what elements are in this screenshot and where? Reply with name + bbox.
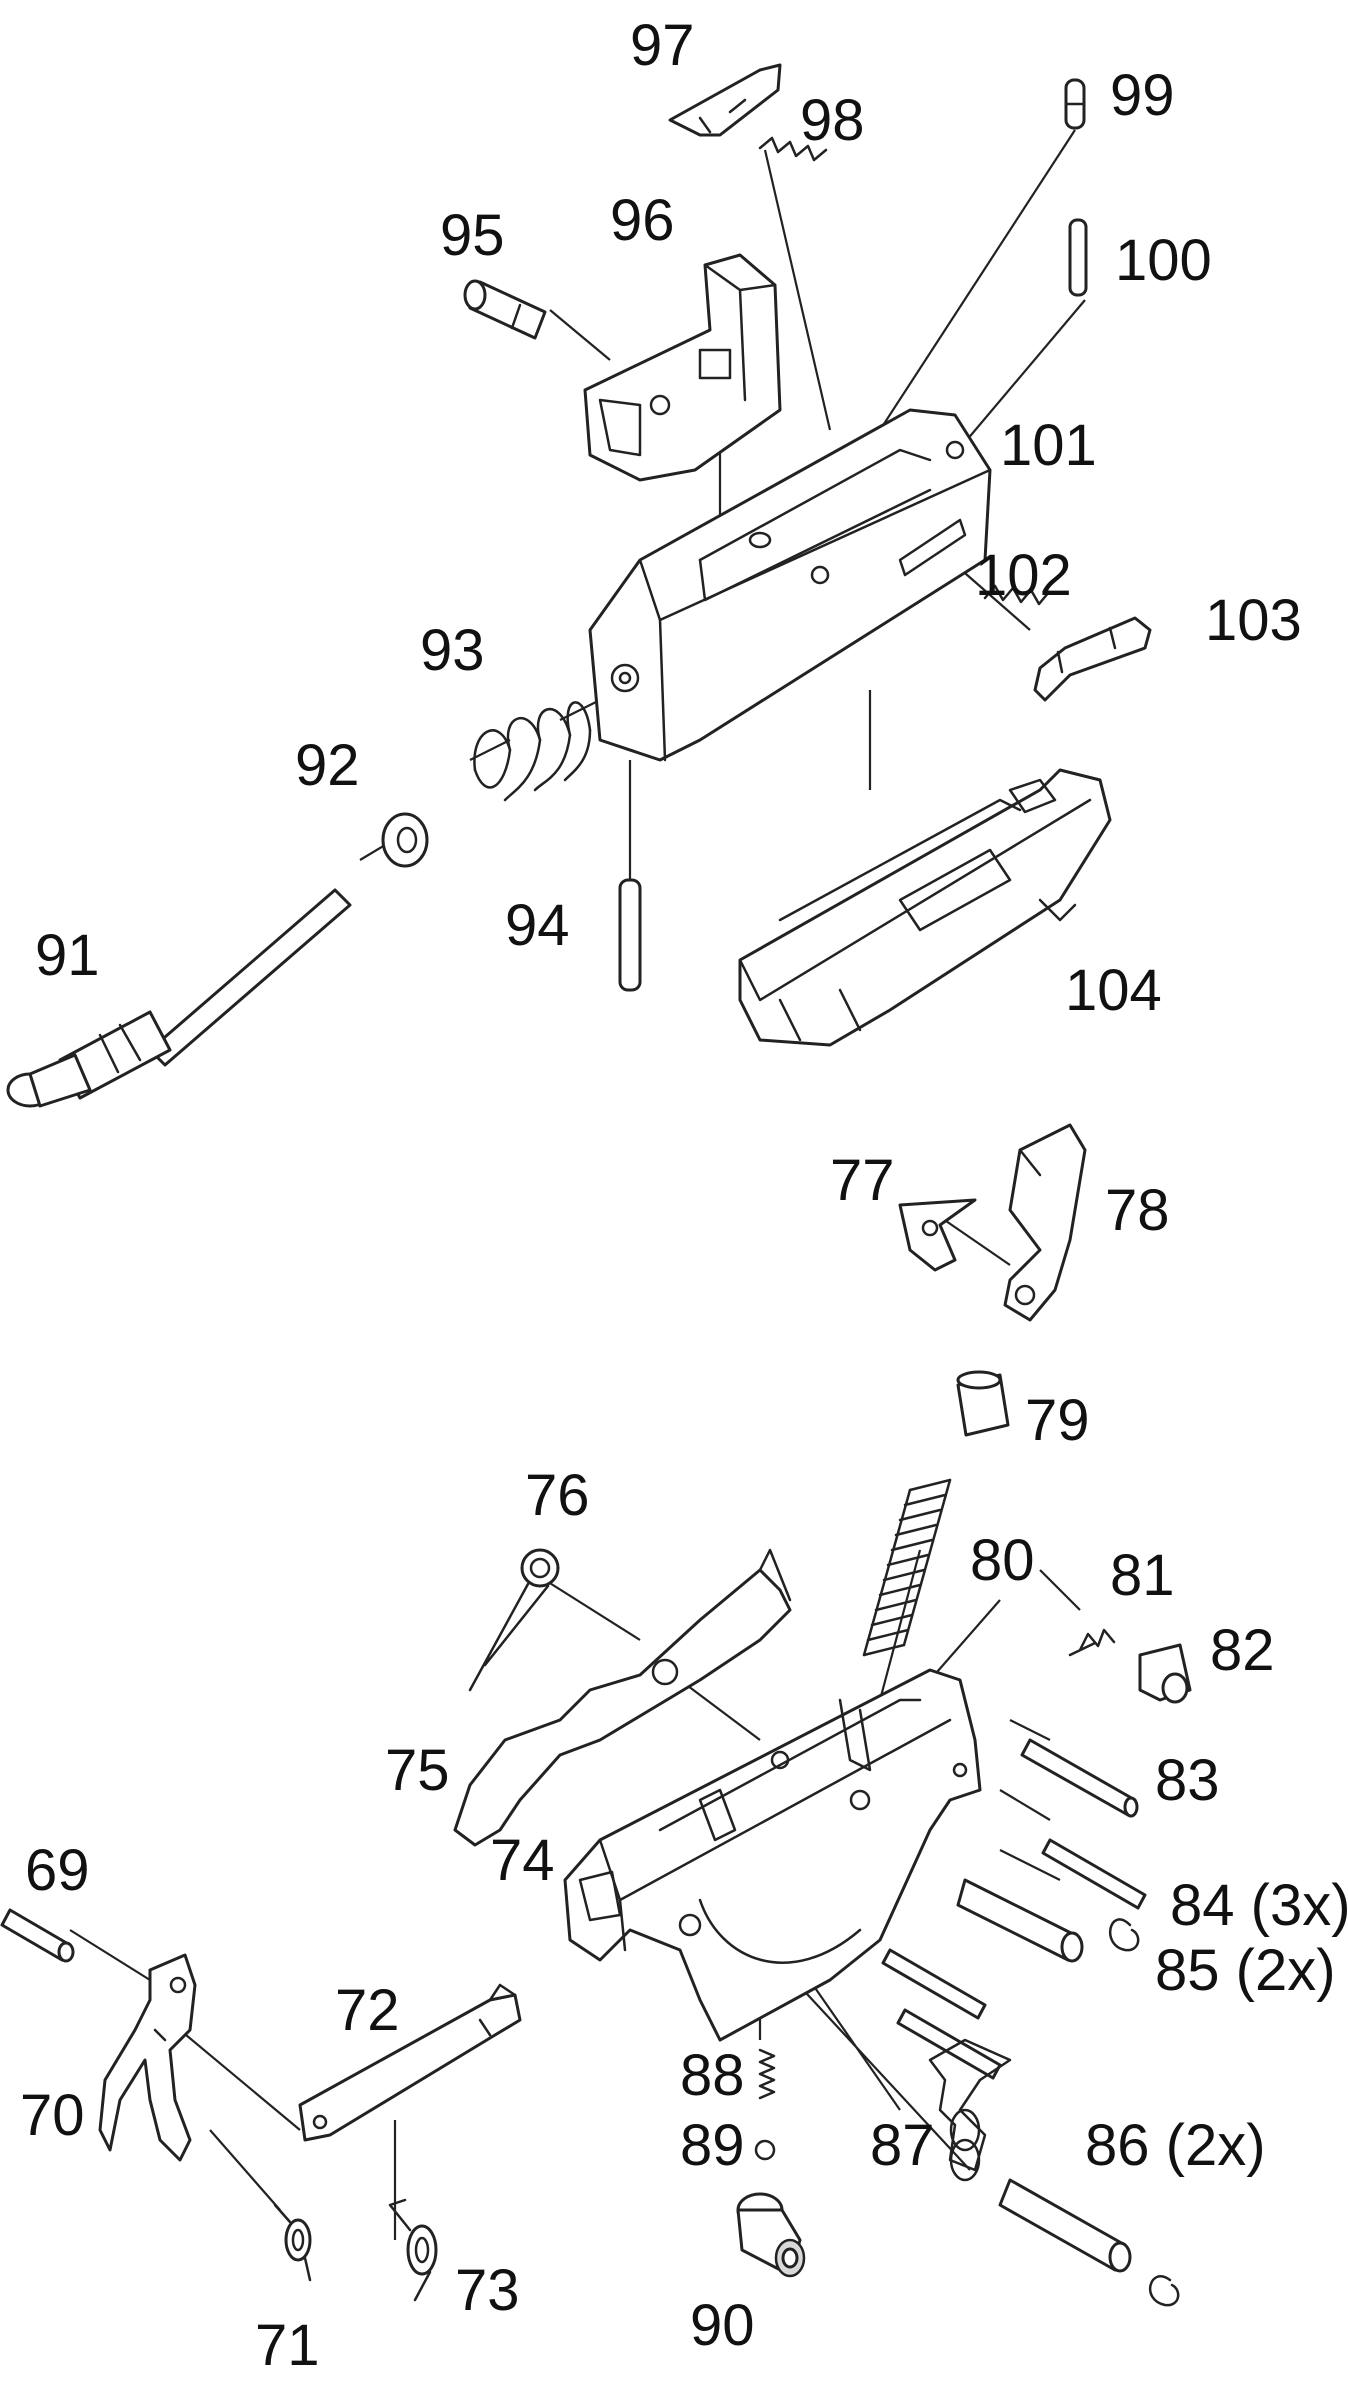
callout-79: 79 — [1025, 1388, 1090, 1453]
part-85-sleeve-pin-icon — [956, 1878, 1084, 1963]
part-89-ball-icon — [754, 2139, 776, 2161]
callout-70: 70 — [20, 2083, 85, 2148]
part-101-slide-housing-icon — [588, 408, 992, 762]
callout-81: 81 — [1110, 1543, 1175, 1608]
callout-89: 89 — [680, 2113, 745, 2178]
callout-labels: 97 98 99 100 95 96 101 102 103 93 92 94 … — [20, 13, 1348, 2378]
callout-82: 82 — [1210, 1618, 1275, 1683]
part-80-coil-spring-icon — [862, 1478, 952, 1657]
part-83-pin-icon — [1020, 1738, 1139, 1818]
callout-95: 95 — [440, 203, 505, 268]
part-76-torsion-spring-icon — [468, 1548, 560, 1692]
callout-87: 87 — [870, 2113, 935, 2178]
callout-74: 74 — [490, 1828, 555, 1893]
part-90-plunger-cap-icon — [736, 2192, 806, 2278]
callout-75: 75 — [385, 1738, 450, 1803]
callout-84: 84 (3x) — [1170, 1873, 1348, 1938]
callout-99: 99 — [1110, 63, 1175, 128]
callout-90: 90 — [690, 2293, 755, 2358]
part-77-small-plate-icon — [898, 1198, 977, 1272]
callout-94: 94 — [505, 893, 570, 958]
callout-83: 83 — [1155, 1748, 1220, 1813]
callout-91: 91 — [35, 923, 100, 988]
part-78-hammer-icon — [1003, 1123, 1087, 1322]
callout-88: 88 — [680, 2043, 745, 2108]
part-69-pin-icon — [0, 1908, 75, 1963]
callout-97: 97 — [630, 13, 695, 78]
callout-103: 103 — [1205, 588, 1302, 653]
part-73-torsion-spring-icon — [388, 2198, 438, 2302]
part-88-small-spring-icon — [758, 2048, 776, 2100]
part-94-pin-icon — [618, 878, 642, 992]
part-71-torsion-spring-icon — [273, 2203, 312, 2282]
callout-98: 98 — [800, 88, 865, 153]
part-72-lever-bar-icon — [298, 1983, 522, 2142]
callout-100: 100 — [1115, 228, 1212, 293]
part-74-trigger-housing-icon — [563, 1668, 982, 2042]
callout-101: 101 — [1000, 413, 1097, 478]
part-86-pin-icon — [998, 2178, 1180, 2307]
part-75-lever-bar-icon — [453, 1548, 792, 1847]
part-95-pin-icon — [463, 279, 547, 340]
part-81-small-spring-icon — [1068, 1628, 1116, 1657]
callout-104: 104 — [1065, 958, 1162, 1023]
part-82-small-cap-icon — [1138, 1643, 1192, 1704]
part-99-pin-icon — [1064, 78, 1086, 130]
callout-93: 93 — [420, 618, 485, 683]
part-103-latch-icon — [1033, 616, 1152, 702]
part-84-pin-icon — [881, 1838, 1147, 2080]
part-85-e-clip-icon — [1108, 1918, 1140, 1952]
callout-96: 96 — [610, 188, 675, 253]
callout-69: 69 — [25, 1838, 90, 1903]
callout-76: 76 — [525, 1463, 590, 1528]
callout-85: 85 (2x) — [1155, 1938, 1336, 2003]
part-98-small-spring-icon — [758, 136, 828, 162]
part-92-washer-icon — [381, 812, 429, 868]
callout-73: 73 — [455, 2258, 520, 2323]
callout-78: 78 — [1105, 1178, 1170, 1243]
callout-80: 80 — [970, 1528, 1035, 1593]
callout-72: 72 — [335, 1978, 400, 2043]
part-91-guide-rod-icon — [6, 888, 352, 1108]
part-100-pin-icon — [1068, 218, 1088, 297]
callout-102: 102 — [975, 543, 1072, 608]
part-70-trigger-icon — [98, 1953, 197, 2162]
callout-71: 71 — [255, 2313, 320, 2378]
part-87-wire-spring-icon — [928, 2038, 1012, 2182]
callout-92: 92 — [295, 733, 360, 798]
part-79-bushing-icon — [956, 1370, 1010, 1437]
part-102-small-spring-icon — [983, 584, 1051, 606]
part-96-block-icon — [583, 253, 782, 482]
part-104-carrier-icon — [738, 768, 1112, 1047]
part-93-coil-spring-icon — [473, 701, 592, 802]
callout-86: 86 (2x) — [1085, 2113, 1266, 2178]
part-97-latch-icon — [668, 63, 782, 137]
callout-77: 77 — [830, 1148, 895, 1213]
